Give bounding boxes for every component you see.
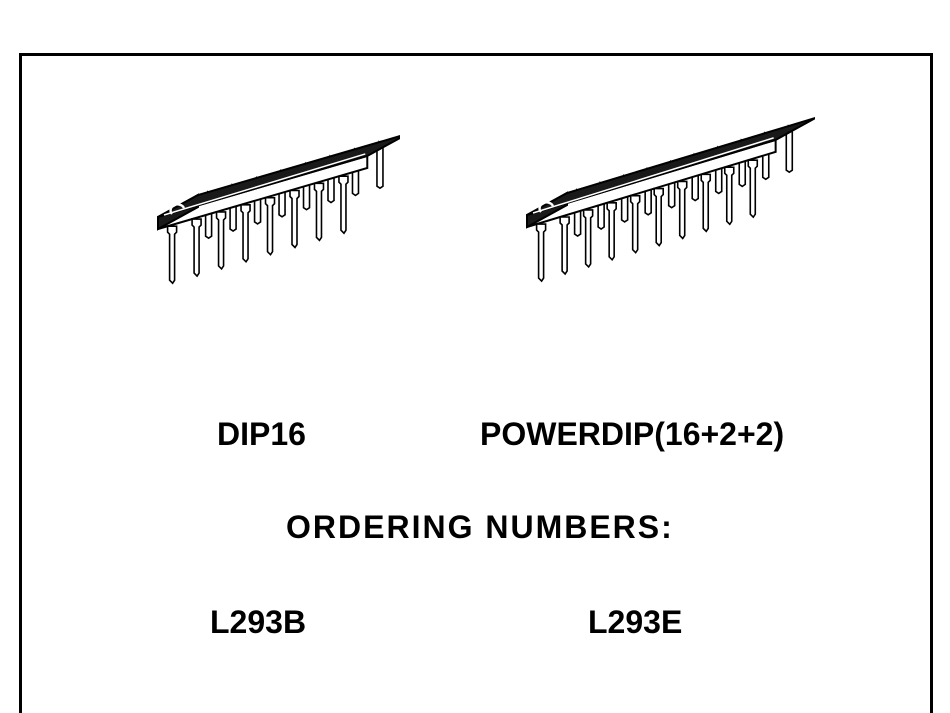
- front-pin: [535, 223, 547, 283]
- front-pin: [747, 159, 759, 219]
- ordering-numbers-heading: ORDERING NUMBERS:: [286, 509, 674, 545]
- front-pin: [559, 216, 570, 276]
- front-pin: [240, 203, 251, 264]
- front-pin: [215, 211, 227, 271]
- front-pin: [653, 187, 664, 247]
- front-pin: [289, 189, 300, 249]
- ordering-number-l293b: L293B: [210, 604, 307, 640]
- body-side-face: [157, 154, 369, 231]
- front-pin: [313, 182, 325, 242]
- pin1-notch: [538, 201, 555, 213]
- front-pin: [676, 180, 688, 240]
- dip16-package-illustration: [157, 135, 400, 285]
- front-pin: [606, 201, 617, 262]
- front-pin: [723, 166, 735, 226]
- body-top-face: [526, 117, 815, 216]
- front-pin: [582, 209, 594, 269]
- front-pin: [166, 225, 178, 285]
- pin1-notch: [169, 203, 186, 215]
- front-pin: [338, 175, 349, 235]
- body-top-face: [157, 135, 400, 218]
- powerdip-package-illustration: [526, 117, 815, 283]
- package-label-dip16: DIP16: [217, 416, 306, 452]
- body-side-face: [526, 138, 777, 229]
- body-bevel-line: [163, 153, 366, 216]
- front-pin: [629, 194, 641, 254]
- front-pin: [700, 173, 712, 233]
- front-pin: [264, 196, 276, 256]
- body-bevel-line: [532, 137, 774, 214]
- package-label-powerdip: POWERDIP(16+2+2): [480, 416, 785, 452]
- ordering-number-l293e: L293E: [588, 604, 683, 640]
- document-frame: [19, 53, 933, 713]
- front-pin: [191, 218, 202, 278]
